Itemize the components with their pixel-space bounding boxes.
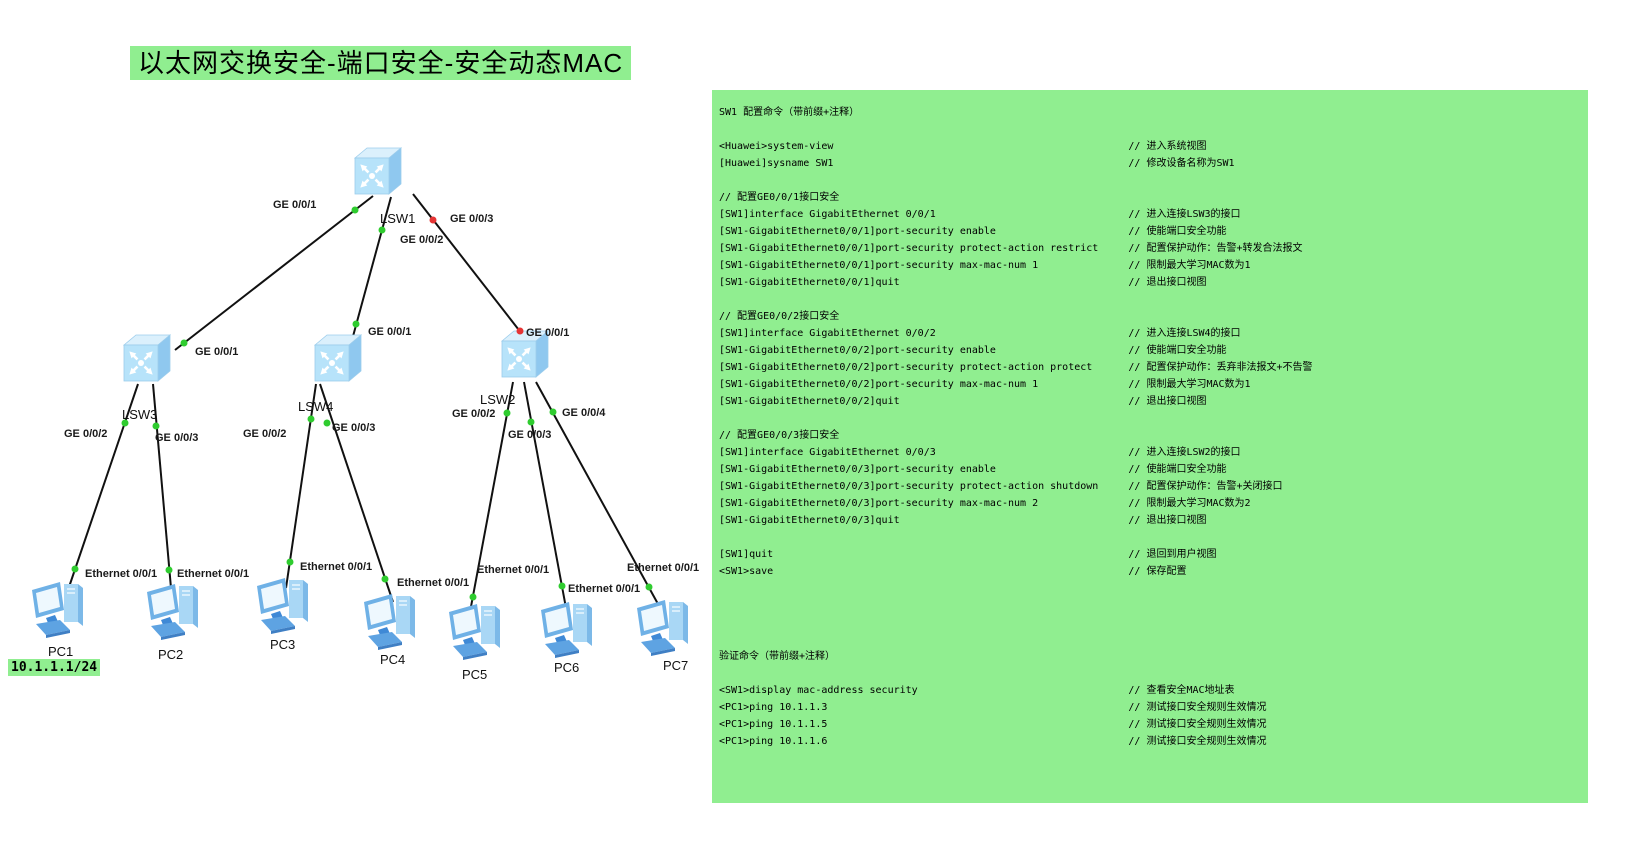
port-status-dot-green xyxy=(351,206,359,214)
pc-PC3[interactable] xyxy=(257,578,308,634)
device-label-LSW2: LSW2 xyxy=(480,392,515,407)
pc-PC6[interactable] xyxy=(541,602,592,658)
link-cable[interactable] xyxy=(351,196,392,341)
port-status-dot-red xyxy=(429,216,437,224)
config-command-text: SW1 配置命令（带前缀+注释） <Huawei>system-view // … xyxy=(719,107,1313,747)
device-label-LSW3: LSW3 xyxy=(122,407,157,422)
link-cable[interactable] xyxy=(285,383,317,589)
device-label-LSW4: LSW4 xyxy=(298,399,333,414)
port-status-dot-green xyxy=(121,419,129,427)
port-status-dot-green xyxy=(503,409,511,417)
port-label: Ethernet 0/0/1 xyxy=(568,583,640,595)
port-label: Ethernet 0/0/1 xyxy=(397,577,469,589)
switch-LSW4[interactable] xyxy=(313,333,363,383)
port-label: GE 0/0/2 xyxy=(452,408,495,420)
device-label-PC5: PC5 xyxy=(462,667,487,682)
port-label: GE 0/0/3 xyxy=(450,213,493,225)
device-label-PC3: PC3 xyxy=(270,637,295,652)
port-status-dot-green xyxy=(558,582,566,590)
port-status-dot-green xyxy=(378,226,386,234)
port-label: GE 0/0/2 xyxy=(64,428,107,440)
port-label: Ethernet 0/0/1 xyxy=(300,561,372,573)
link-cable[interactable] xyxy=(319,383,394,603)
device-label-PC6: PC6 xyxy=(554,660,579,675)
link-cable[interactable] xyxy=(67,383,139,591)
port-label: GE 0/0/1 xyxy=(273,199,316,211)
pc-PC7[interactable] xyxy=(637,600,688,656)
port-label: GE 0/0/3 xyxy=(508,429,551,441)
port-label: GE 0/0/3 xyxy=(332,422,375,434)
port-status-dot-green xyxy=(527,418,535,426)
port-status-dot-green xyxy=(165,566,173,574)
link-cable[interactable] xyxy=(535,381,659,605)
device-label-LSW1: LSW1 xyxy=(380,211,415,226)
port-label: GE 0/0/1 xyxy=(195,346,238,358)
port-status-dot-green xyxy=(71,565,79,573)
pc1-ip-label: 10.1.1.1/24 xyxy=(8,659,101,676)
port-label: Ethernet 0/0/1 xyxy=(627,562,699,574)
port-status-dot-green xyxy=(469,593,477,601)
port-label: Ethernet 0/0/1 xyxy=(477,564,549,576)
port-label: GE 0/0/1 xyxy=(526,327,569,339)
pc-PC5[interactable] xyxy=(449,604,500,660)
pc-PC4[interactable] xyxy=(364,594,415,650)
port-status-dot-green xyxy=(381,575,389,583)
diagram-title: 以太网交换安全-端口安全-安全动态MAC xyxy=(130,46,632,80)
port-status-dot-green xyxy=(323,419,331,427)
config-panel: SW1 配置命令（带前缀+注释） <Huawei>system-view // … xyxy=(712,90,1588,803)
port-label: Ethernet 0/0/1 xyxy=(177,568,249,580)
port-status-dot-green xyxy=(645,583,653,591)
link-cable[interactable] xyxy=(174,195,374,351)
port-status-dot-green xyxy=(549,408,557,416)
port-label: Ethernet 0/0/1 xyxy=(85,568,157,580)
port-status-dot-green xyxy=(152,422,160,430)
port-label: GE 0/0/4 xyxy=(562,407,606,419)
port-status-dot-green xyxy=(180,339,188,347)
switch-LSW1[interactable] xyxy=(353,146,403,196)
device-label-PC4: PC4 xyxy=(380,652,405,667)
port-label: GE 0/0/2 xyxy=(400,234,443,246)
port-status-dot-red xyxy=(516,327,524,335)
port-label: GE 0/0/2 xyxy=(243,428,286,440)
port-status-dot-green xyxy=(286,558,294,566)
port-label: GE 0/0/3 xyxy=(155,432,198,444)
pc-PC1[interactable] xyxy=(32,582,83,638)
port-status-dot-green xyxy=(307,415,315,423)
pc-PC2[interactable] xyxy=(147,584,198,640)
device-label-PC2: PC2 xyxy=(158,647,183,662)
port-label: GE 0/0/1 xyxy=(368,326,411,338)
port-status-dot-green xyxy=(352,320,360,328)
device-label-PC1: PC1 xyxy=(48,644,73,659)
link-cable[interactable] xyxy=(152,383,172,589)
link-cable[interactable] xyxy=(469,381,514,613)
device-label-PC7: PC7 xyxy=(663,658,688,673)
switch-LSW3[interactable] xyxy=(122,333,172,383)
